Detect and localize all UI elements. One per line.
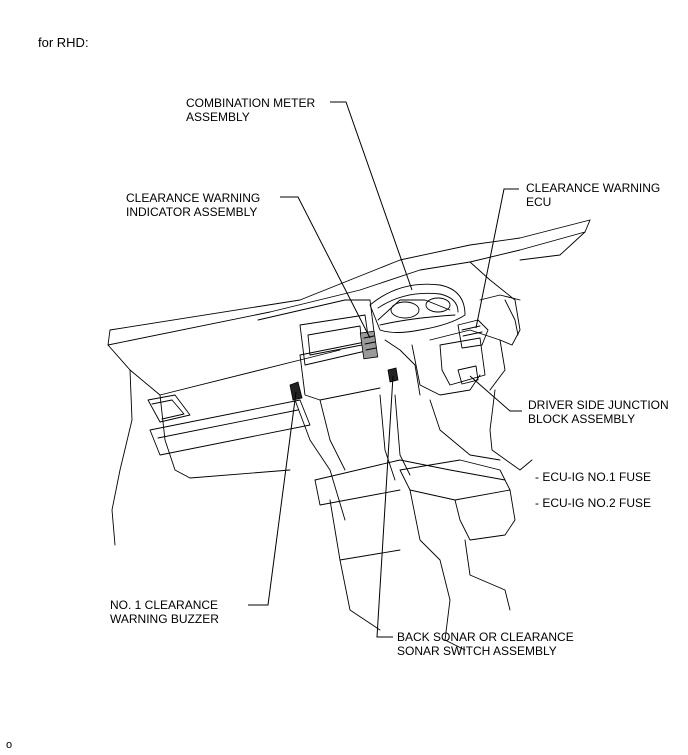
sonar-switch-label: BACK SONAR OR CLEARANCE SONAR SWITCH ASS…	[397, 630, 574, 658]
clearance-ecu-part	[457, 319, 489, 349]
sonar-switch-part	[387, 367, 399, 383]
leader-junction-block	[469, 375, 522, 412]
leader-sonar-switch	[376, 375, 394, 638]
leader-buzzer	[248, 391, 297, 606]
footer-mark: o	[6, 739, 13, 751]
page-heading: for RHD:	[38, 35, 89, 50]
leader-clearance-ecu	[475, 188, 519, 329]
junction-block-part	[439, 337, 486, 386]
fuse-1-label: - ECU-IG NO.1 FUSE	[535, 470, 652, 484]
leader-lines	[248, 101, 522, 638]
combination-meter-label: COMBINATION METER ASSEMBLY	[186, 96, 316, 124]
clearance-indicator-label: CLEARANCE WARNING INDICATOR ASSEMBLY	[126, 191, 261, 219]
clearance-indicator-part	[359, 330, 379, 360]
clearance-ecu-label: CLEARANCE WARNING ECU	[526, 181, 661, 209]
leader-clearance-indicator	[280, 196, 371, 339]
warning-buzzer-part	[289, 381, 303, 401]
junction-block-label: DRIVER SIDE JUNCTION BLOCK ASSEMBLY	[528, 398, 669, 426]
combination-meter-cluster	[369, 283, 466, 333]
dashboard-outline	[107, 219, 591, 651]
fuse-2-label: - ECU-IG NO.2 FUSE	[535, 496, 652, 510]
leader-combination-meter	[330, 101, 413, 291]
buzzer-label: NO. 1 CLEARANCE WARNING BUZZER	[110, 598, 219, 626]
